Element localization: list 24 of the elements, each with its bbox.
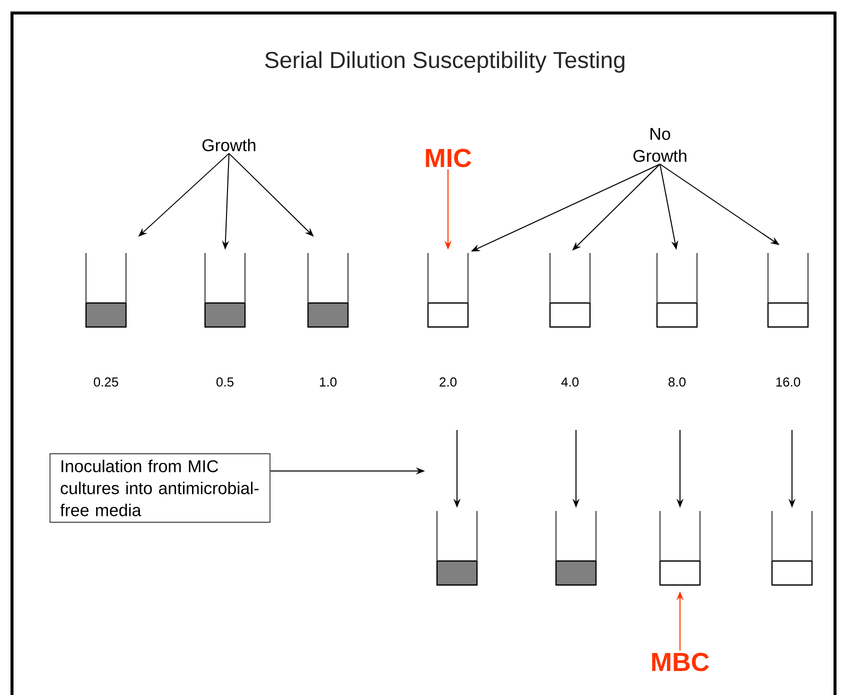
label: MIC (426, 148, 472, 168)
test-tube (436, 510, 478, 586)
concentration-label: 1.0 (320, 377, 337, 387)
label: Growth (202, 138, 256, 152)
test-tube (656, 252, 698, 328)
label: No Growth (633, 128, 686, 162)
test-tube (771, 510, 813, 586)
test-tube (555, 510, 597, 586)
test-tube (307, 252, 349, 328)
title: Serial Dilution Susceptibility Testing (265, 51, 624, 73)
text-box: Inoculation from MIC cultures into antimicrobial-free media (50, 453, 270, 523)
test-tube (85, 252, 127, 328)
test-tube (204, 252, 246, 328)
concentration-label: 4.0 (561, 377, 579, 387)
concentration-label: 0.25 (94, 377, 118, 387)
test-tube (549, 252, 591, 328)
test-tube (659, 510, 701, 586)
label: MBC (652, 652, 709, 672)
concentration-label: 16.0 (776, 377, 800, 387)
test-tube (767, 252, 809, 328)
concentration-label: 8.0 (668, 377, 686, 387)
concentration-label: 2.0 (440, 377, 457, 387)
concentration-label: 0.5 (216, 377, 234, 387)
test-tube (427, 252, 469, 328)
